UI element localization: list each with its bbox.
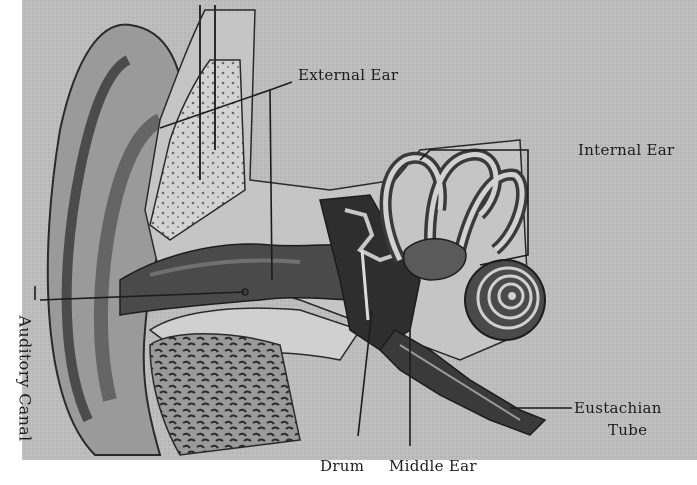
label-external-ear: External Ear [298, 66, 398, 84]
label-internal-ear: Internal Ear [578, 141, 675, 159]
label-drum: Drum [320, 457, 364, 475]
label-eustachian: Eustachian [574, 399, 662, 417]
label-middle-ear: Middle Ear [389, 457, 477, 475]
mastoid [150, 334, 300, 455]
label-tube: Tube [608, 421, 647, 439]
label-auditory-canal: Auditory Canal [16, 316, 35, 442]
cochlea [465, 260, 545, 340]
